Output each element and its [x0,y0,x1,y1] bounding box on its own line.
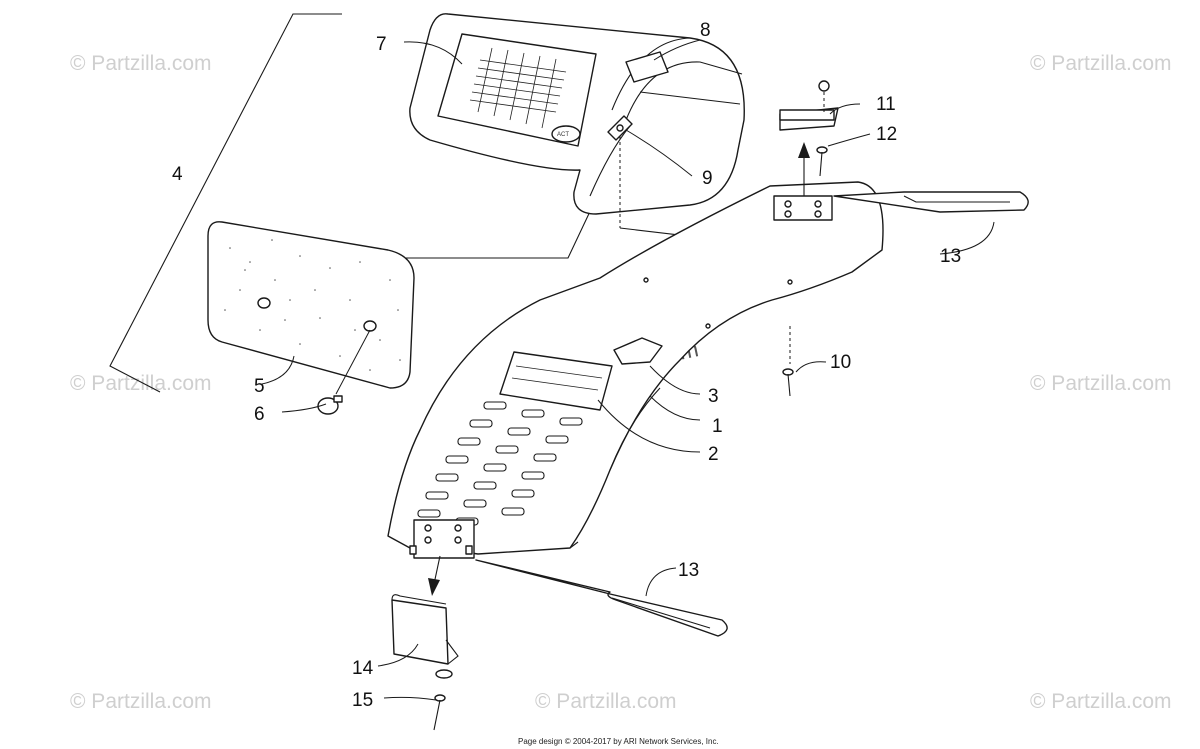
seat-vent-slots [417,401,583,526]
seat-cover: ACT [409,13,745,215]
callouts: 1 2 3 4 5 6 7 8 9 10 11 12 13 13 14 15 [172,20,961,711]
front-bracket [409,519,475,559]
rear-rivet [816,146,828,177]
arrow-down [428,555,441,596]
foam-filter-pad [207,221,415,389]
callout-12: 12 [876,124,897,145]
hook-loop-patch [625,51,669,83]
callout-15: 15 [352,690,373,711]
watermark: © Partzilla.com [1030,372,1172,395]
callout-2: 2 [708,444,719,465]
callout-5: 5 [254,376,265,397]
watermark: © Partzilla.com [70,52,212,75]
watermark: © Partzilla.com [1030,52,1172,75]
callout-7: 7 [376,34,387,55]
rear-hinge-cap [779,80,839,131]
arrow-up [798,142,810,196]
leader-lines [261,39,995,701]
hinge-pin-front [475,559,728,637]
seat-pan [387,181,884,555]
front-hinge-cap [391,594,459,679]
callout-14: 14 [352,658,374,679]
hinge-pin-rear [833,191,1029,213]
callout-1: 1 [712,416,723,437]
callout-13-front: 13 [678,560,699,581]
callout-8: 8 [700,20,711,41]
callout-10: 10 [830,352,851,373]
callout-3: 3 [708,386,719,407]
seat-hook-loop-patch [613,337,663,365]
front-rivet [433,694,446,731]
callout-4: 4 [172,164,183,185]
callout-6: 6 [254,404,265,425]
seat-rivet [782,326,794,397]
watermark: © Partzilla.com [1030,690,1172,713]
footer-copyright: Page design © 2004-2017 by ARI Network S… [518,737,719,746]
callout-11: 11 [876,94,896,115]
warning-decal [499,351,613,411]
rear-bracket [773,195,833,221]
watermark: © Partzilla.com [535,690,677,713]
rubber-plug [317,395,343,415]
decal-brand: ACT [557,132,569,138]
callout-9: 9 [702,168,713,189]
callout-13-rear: 13 [940,246,961,267]
watermark: © Partzilla.com [70,690,212,713]
watermark: © Partzilla.com [70,372,212,395]
